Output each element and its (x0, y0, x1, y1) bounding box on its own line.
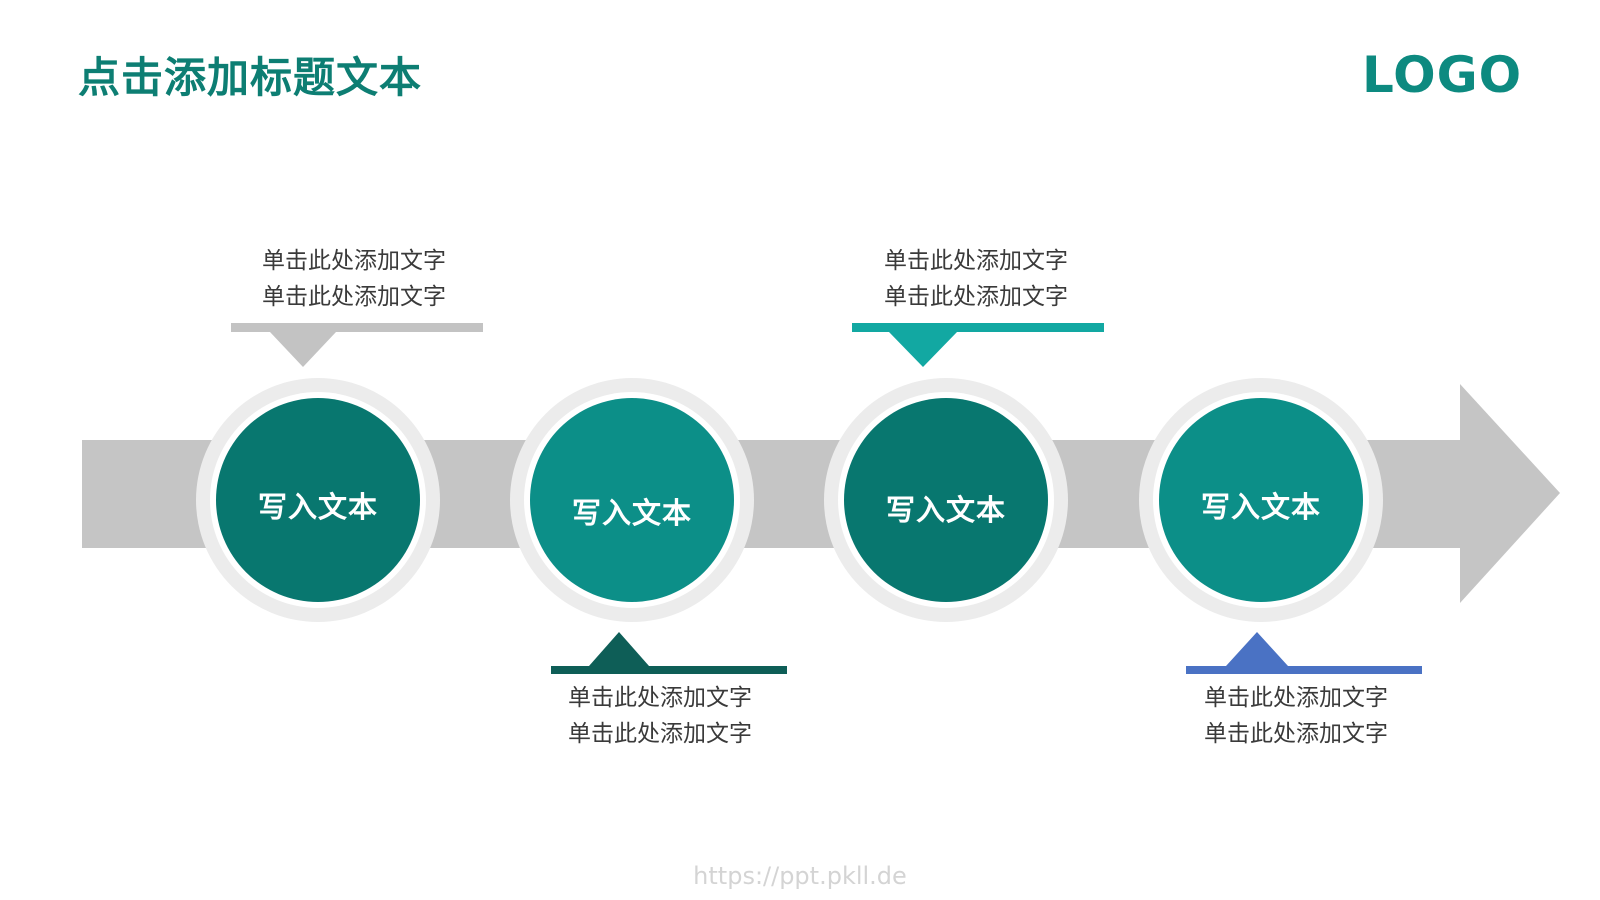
step-3-label: 写入文本 (885, 493, 1006, 527)
step-2-note: 单击此处添加文字 单击此处添加文字 (530, 680, 790, 752)
step-4-label: 写入文本 (1200, 490, 1321, 524)
step-2-callout-pointer (589, 632, 649, 666)
step-2-note-line-2: 单击此处添加文字 (568, 721, 752, 747)
step-1-note: 单击此处添加文字 单击此处添加文字 (224, 243, 484, 315)
step-4-note: 单击此处添加文字 单击此处添加文字 (1166, 680, 1426, 752)
step-3-circle (844, 398, 1048, 602)
step-3-note-line-1: 单击此处添加文字 (884, 248, 1068, 274)
logo: LOGO (1362, 46, 1523, 104)
timeline-arrow (82, 384, 1560, 603)
step-3-callout-pointer (889, 332, 957, 367)
step-1-callout-pointer (270, 332, 336, 367)
watermark: https://ppt.pkll.de (693, 862, 907, 890)
step-4-callout-bar (1186, 666, 1422, 674)
step-2-circle (530, 398, 734, 602)
step-3-note: 单击此处添加文字 单击此处添加文字 (846, 243, 1106, 315)
step-1-circle (216, 398, 420, 602)
step-1-label: 写入文本 (257, 490, 378, 524)
step-2-note-line-1: 单击此处添加文字 (568, 685, 752, 711)
step-3-callout-bar (852, 323, 1104, 332)
step-1-callout-bar (231, 323, 483, 332)
step-1-note-line-2: 单击此处添加文字 (262, 284, 446, 310)
page-title: 点击添加标题文本 (78, 53, 423, 102)
step-4-callout-pointer (1226, 632, 1288, 666)
step-2-callout-bar (551, 666, 787, 674)
step-4-note-line-2: 单击此处添加文字 (1204, 721, 1388, 747)
step-2-label: 写入文本 (571, 496, 692, 530)
step-3-note-line-2: 单击此处添加文字 (884, 284, 1068, 310)
step-4-note-line-1: 单击此处添加文字 (1204, 685, 1388, 711)
step-4-circle (1159, 398, 1363, 602)
step-1-note-line-1: 单击此处添加文字 (262, 248, 446, 274)
